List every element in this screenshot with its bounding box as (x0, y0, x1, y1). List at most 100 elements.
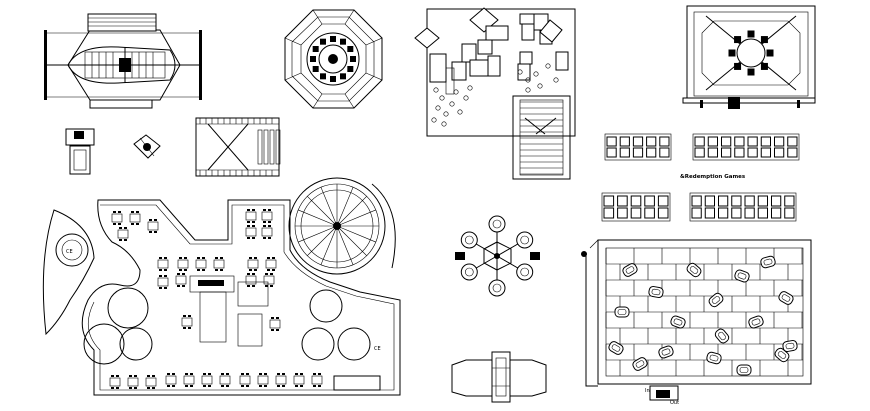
food-court-plan: CE CE (42, 199, 401, 396)
game-cabinet (659, 136, 670, 147)
dining-chair (241, 385, 244, 387)
bumper-car (774, 347, 790, 363)
dining-chair (254, 257, 257, 259)
game-cabinet (784, 207, 795, 219)
spinner-gondola-seat (464, 235, 474, 245)
dining-chair (124, 239, 127, 241)
dining-table (201, 375, 213, 385)
wheel-hub (333, 222, 341, 230)
dining-chair (247, 237, 250, 239)
swing-seat (766, 49, 774, 57)
spinner-ride-plan (133, 134, 161, 159)
bumper-car-seat (739, 367, 749, 373)
dining-chair (164, 257, 167, 259)
spinner-gondola-seat (520, 267, 530, 277)
dining-table (275, 375, 287, 385)
bumper-car-seat (711, 296, 721, 304)
dining-table (293, 375, 305, 385)
dining-chair (263, 225, 266, 227)
game-cabinet (760, 147, 771, 158)
dining-chair (241, 373, 244, 375)
game-cabinet (718, 207, 729, 219)
carousel-seat (330, 76, 336, 82)
dining-chair (276, 317, 279, 319)
game-cabinet (691, 207, 702, 219)
bumper-car (708, 292, 724, 308)
wheel-spoke (307, 225, 338, 256)
dining-chair (183, 327, 186, 329)
game-cabinet (632, 136, 644, 147)
dining-chair (318, 385, 321, 387)
dining-chair (313, 385, 316, 387)
dining-chair (263, 237, 266, 239)
dining-chair (172, 385, 175, 387)
game-cabinet (774, 147, 785, 158)
dining-table (117, 229, 129, 239)
game-cabinet (644, 207, 655, 219)
dining-chair (226, 373, 229, 375)
dining-table (219, 375, 231, 385)
game-cabinet (721, 136, 732, 147)
bumper-car (734, 269, 750, 283)
dining-chair (113, 223, 116, 225)
ferris-wheel-plan (288, 177, 396, 275)
dining-chair (188, 315, 191, 317)
tree-symbol (517, 69, 523, 75)
tree-symbol (433, 87, 439, 93)
game-cabinet (630, 207, 642, 219)
game-cabinet (694, 147, 705, 158)
track-tie (275, 129, 281, 165)
tree-symbol (467, 85, 473, 91)
bumper-car (608, 341, 624, 355)
dining-table (247, 259, 259, 269)
dining-chair (202, 269, 205, 271)
game-cabinet (617, 207, 628, 219)
bumper-car (622, 263, 638, 277)
dining-chair (265, 273, 268, 275)
coaster-track-plan (195, 117, 281, 177)
dining-chair (267, 269, 270, 271)
dining-chair (177, 285, 180, 287)
dining-table (261, 211, 273, 221)
track-tie (263, 129, 269, 165)
bumper-car-seat (763, 258, 773, 266)
dining-chair (270, 285, 273, 287)
dining-chair (221, 373, 224, 375)
dining-chair (271, 317, 274, 319)
spinner-gondola (460, 263, 478, 281)
dining-chair (177, 273, 180, 275)
dining-chair (124, 227, 127, 229)
swing-seat (728, 49, 736, 57)
swing-seat (734, 36, 742, 44)
dining-table (157, 259, 169, 269)
game-cabinet (731, 207, 742, 219)
wheel-spoke (336, 225, 376, 243)
dining-chair (268, 225, 271, 227)
game-cabinet (757, 207, 768, 219)
dining-chair (264, 385, 267, 387)
dining-table (239, 375, 251, 385)
bumper-car (736, 364, 752, 376)
dining-table (245, 227, 257, 237)
dining-chair (276, 329, 279, 331)
dining-chair (282, 373, 285, 375)
dining-chair (272, 257, 275, 259)
video-games-plan: &Redemption Games (601, 133, 800, 222)
dining-chair (172, 373, 175, 375)
bumper-car (632, 357, 648, 371)
bumper-car-seat (785, 342, 795, 350)
dining-chair (134, 375, 137, 377)
game-row (689, 192, 797, 222)
dining-chair (149, 231, 152, 233)
game-cabinet (704, 195, 715, 207)
bumper-car (614, 306, 630, 318)
tree-symbol (545, 63, 551, 69)
spinner-gate (530, 252, 540, 260)
dining-chair (203, 373, 206, 375)
dining-chair (249, 269, 252, 271)
game-cabinet (721, 147, 732, 158)
dining-chair (111, 375, 114, 377)
bumper-car-seat (635, 360, 645, 368)
game-cabinet (744, 195, 755, 207)
